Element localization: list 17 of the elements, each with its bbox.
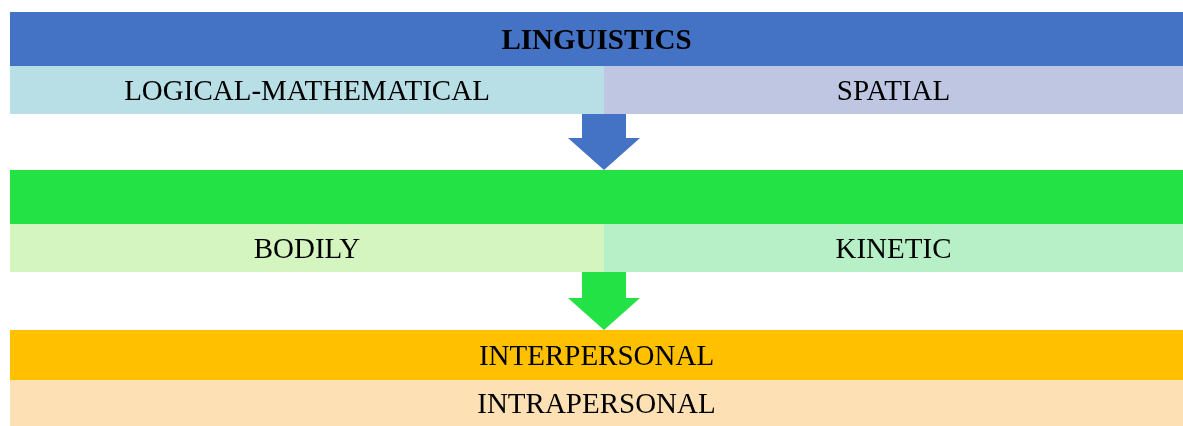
band-label: SPATIAL xyxy=(836,73,951,107)
heading-band xyxy=(10,12,1183,66)
band-label: INTERPERSONAL xyxy=(478,338,715,372)
block-arrow xyxy=(568,114,640,170)
band-label: INTRAPERSONAL xyxy=(477,386,716,420)
band-label: LOGICAL-MATHEMATICAL xyxy=(124,73,490,107)
category-band xyxy=(10,330,1183,380)
category-band xyxy=(10,380,1183,426)
heading-band xyxy=(10,170,1183,224)
category-band xyxy=(604,224,1183,272)
band-label: KINETIC xyxy=(835,231,952,265)
category-band xyxy=(604,66,1183,114)
band-label: LINGUISTICS xyxy=(501,22,692,56)
category-band xyxy=(10,66,604,114)
category-band xyxy=(10,224,604,272)
block-arrow xyxy=(568,272,640,330)
band-label: BODILY xyxy=(253,231,361,265)
